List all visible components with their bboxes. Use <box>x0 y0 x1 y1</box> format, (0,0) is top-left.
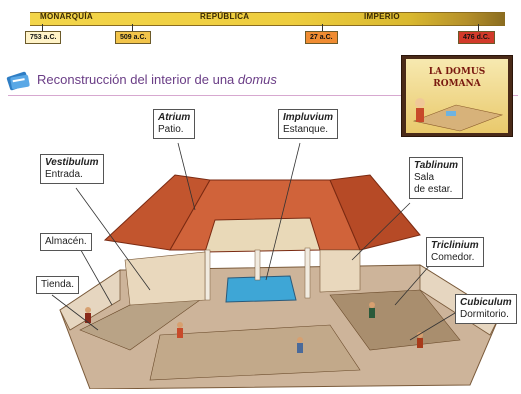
label-tablinum-def2: de estar. <box>414 184 453 195</box>
timeline-tick <box>322 24 323 32</box>
book-cover-art: LA DOMUS ROMANA <box>406 59 508 133</box>
label-cubiculum-term: Cubiculum <box>460 297 512 308</box>
era-monarquia: MONARQUÍA <box>40 12 93 21</box>
book-title-line1: LA DOMUS <box>428 67 486 77</box>
date-753: 753 a.C. <box>25 31 62 44</box>
page-title-text: Reconstrucción del interior de una <box>37 72 238 87</box>
label-triclinium-def: Comedor. <box>431 252 475 263</box>
page-title: Reconstrucción del interior de una domus <box>37 72 277 87</box>
label-tienda-def: Tienda. <box>41 279 74 290</box>
label-vestibulum-def: Entrada. <box>45 169 83 180</box>
label-almacen: Almacén. <box>40 233 92 251</box>
label-tablinum: Tablinum Sala de estar. <box>409 157 464 199</box>
book-cover: LA DOMUS ROMANA <box>401 55 513 137</box>
label-impluvium: Impluvium Estanque. <box>278 109 339 139</box>
book-title-line2: ROMANA <box>433 79 481 89</box>
header-divider <box>8 95 518 96</box>
book-illustration <box>412 98 504 132</box>
date-509: 509 a.C. <box>115 31 152 44</box>
timeline-bar <box>30 12 505 26</box>
timeline-tick <box>132 24 133 32</box>
label-vestibulum-term: Vestibulum <box>45 157 99 168</box>
timeline-tick <box>478 24 479 32</box>
book-stack-icon <box>6 68 32 92</box>
page-title-em: domus <box>237 72 277 87</box>
label-cubiculum-def: Dormitorio. <box>460 309 509 320</box>
label-triclinium: Triclinium Comedor. <box>426 237 484 267</box>
label-tienda: Tienda. <box>36 276 79 294</box>
date-27: 27 a.C. <box>305 31 338 44</box>
era-imperio: IMPERIO <box>364 12 400 21</box>
label-vestibulum: Vestibulum Entrada. <box>40 154 104 184</box>
label-impluvium-def: Estanque. <box>283 124 329 135</box>
label-atrium-term: Atrium <box>158 112 191 123</box>
label-tablinum-def1: Sala <box>414 172 435 183</box>
label-almacen-def: Almacén. <box>45 236 87 247</box>
label-tablinum-term: Tablinum <box>414 160 459 171</box>
label-atrium-def: Patio. <box>158 124 184 135</box>
timeline: MONARQUÍA REPÚBLICA IMPERIO 753 a.C. 509… <box>0 0 521 50</box>
label-triclinium-term: Triclinium <box>431 240 479 251</box>
label-leader-lines <box>51 142 456 341</box>
label-impluvium-term: Impluvium <box>283 112 334 123</box>
label-cubiculum: Cubiculum Dormitorio. <box>455 294 517 324</box>
date-476: 476 d.C. <box>458 31 495 44</box>
domus-drawing <box>59 174 501 390</box>
timeline-tick <box>42 24 43 32</box>
domus-illustration: Atrium Patio. Impluvium Estanque. Vestib… <box>0 100 521 390</box>
era-republica: REPÚBLICA <box>200 12 250 21</box>
label-atrium: Atrium Patio. <box>153 109 196 139</box>
